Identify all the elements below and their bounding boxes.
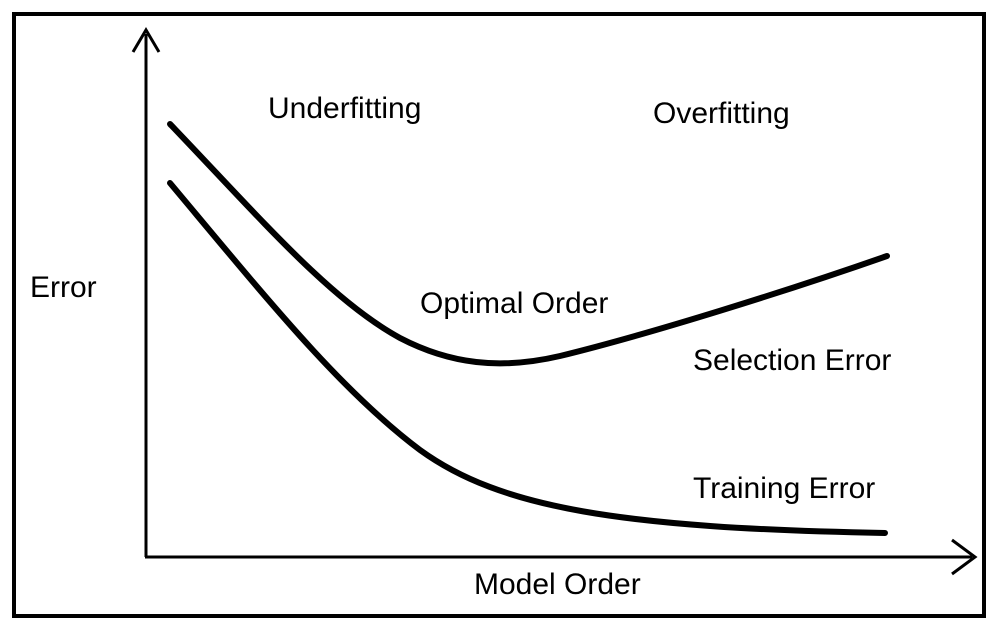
training-error-label: Training Error [693, 472, 876, 505]
underfitting-region-label: Underfitting [268, 92, 422, 125]
selection-error-label: Selection Error [693, 344, 892, 377]
up-arrow-axis-icon [131, 27, 161, 53]
y-axis-label: Error [30, 271, 97, 304]
x-axis-label: Model Order [474, 568, 641, 601]
selection-error-curve [167, 121, 890, 367]
x-axis [145, 538, 978, 576]
training-error-curve [167, 180, 888, 536]
overfitting-region-label: Overfitting [653, 97, 790, 130]
right-arrow-axis-icon [951, 538, 978, 576]
y-axis [131, 27, 161, 557]
optimal-order-label: Optimal Order [420, 287, 609, 320]
figure-border [12, 12, 986, 618]
